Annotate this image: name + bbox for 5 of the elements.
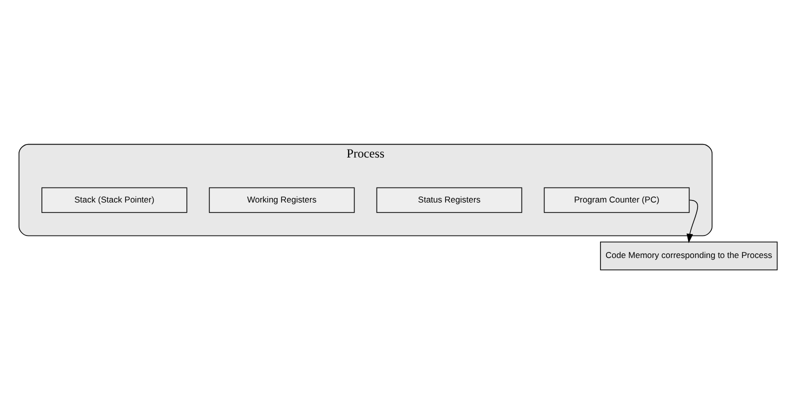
node-box: Status Registers — [376, 186, 522, 212]
node-box: Program Counter (PC) — [544, 186, 690, 212]
node-box: Working Registers — [208, 186, 355, 212]
node-box: Stack (Stack Pointer) — [41, 186, 188, 212]
node-box: Code Memory corresponding to the Process — [600, 241, 778, 270]
